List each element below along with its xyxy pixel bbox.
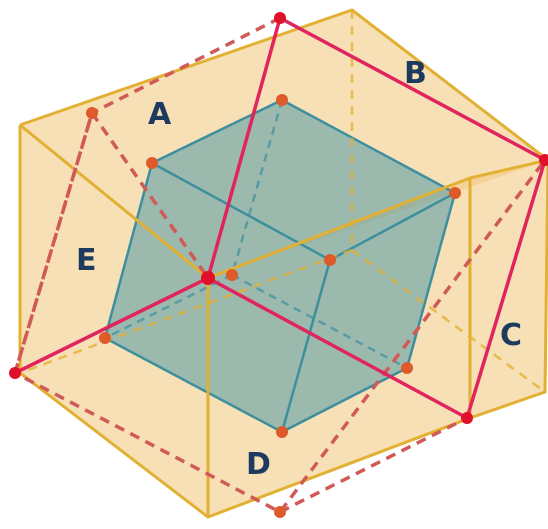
red-hidden-edge: [13, 112, 94, 374]
red-edge: [278, 16, 547, 162]
red-edge: [465, 158, 547, 420]
inner-edge: [281, 366, 408, 434]
vertex-orange: [401, 362, 413, 374]
vertex-red: [539, 154, 548, 166]
vertex-orange: [276, 426, 288, 438]
orange-vertices: [86, 94, 461, 518]
inner-edge-hidden: [104, 273, 233, 340]
vertex-orange: [86, 107, 98, 119]
outer-hidden-edge: [19, 248, 353, 375]
inner-edge: [405, 192, 457, 369]
outer-edge: [207, 176, 471, 280]
red-hidden-edge: [279, 416, 468, 514]
vertex-red: [274, 12, 286, 24]
outer-face-right: [470, 160, 548, 418]
vertex-orange: [276, 94, 288, 106]
inner-face-top: [152, 100, 455, 260]
inner-edge: [329, 191, 456, 262]
face-labels: A B C D E: [76, 56, 522, 482]
label-b: B: [404, 56, 427, 91]
inner-edge-hidden: [230, 99, 284, 276]
inner-edge: [281, 98, 456, 195]
red-edge: [13, 276, 210, 375]
red-vertices: [9, 12, 548, 424]
vertex-orange: [274, 506, 286, 518]
inner-edge: [104, 336, 283, 434]
vertex-red: [9, 367, 21, 379]
label-e: E: [76, 243, 97, 278]
label-d: D: [246, 447, 271, 482]
outer-edge: [19, 123, 209, 280]
red-edge: [206, 276, 469, 420]
label-c: C: [500, 318, 522, 353]
inner-edge: [103, 162, 154, 339]
inner-edge-hidden: [231, 273, 408, 370]
red-edge: [206, 16, 282, 280]
outer-visible-edges: [18, 8, 548, 519]
vertex-orange: [324, 254, 336, 266]
outer-hidden-edge: [351, 248, 546, 394]
vertex-red: [461, 412, 473, 424]
vertex-orange: [99, 332, 111, 344]
inner-cube-edges: [103, 98, 457, 434]
vertex-orange: [449, 187, 461, 199]
outer-hidden-edges: [19, 10, 546, 394]
inner-edge: [280, 259, 332, 433]
inner-edge: [151, 98, 283, 165]
vertex-red: [201, 271, 215, 285]
outer-silhouette: [18, 8, 548, 519]
red-visible-edges: [13, 16, 547, 420]
outer-edge: [469, 158, 548, 180]
label-a: A: [148, 97, 172, 132]
vertex-orange: [146, 157, 158, 169]
inner-face-right: [282, 193, 455, 432]
vertex-orange: [226, 269, 238, 281]
